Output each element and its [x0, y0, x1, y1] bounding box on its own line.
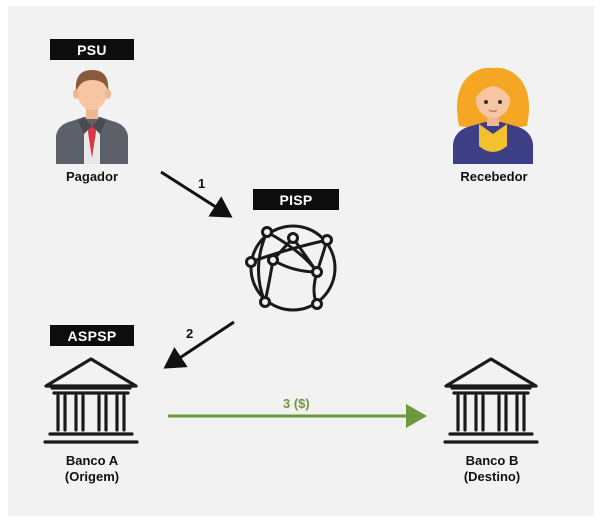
- psu-tag: PSU: [50, 39, 134, 60]
- bank-building-icon: [43, 357, 139, 444]
- recebedor-label: Recebedor: [460, 169, 528, 184]
- arrow-step-2: [163, 320, 235, 369]
- step-1-label: 1: [198, 176, 206, 191]
- banco-a-label-line2: (Origem): [64, 469, 120, 484]
- step-3-label: 3 ($): [283, 396, 310, 411]
- woman-avatar-icon: [453, 67, 533, 164]
- banco-b-label-line1: Banco B: [465, 453, 519, 468]
- man-avatar-icon: [56, 70, 128, 164]
- pisp-tag: PISP: [253, 189, 339, 210]
- banco-a-label-line1: Banco A: [65, 453, 119, 468]
- pagador-label: Pagador: [65, 169, 118, 184]
- step-2-label: 2: [186, 326, 194, 341]
- aspsp-tag: ASPSP: [50, 325, 134, 346]
- network-globe-icon: [245, 224, 337, 312]
- banco-b-label-line2: (Destino): [463, 469, 521, 484]
- arrow-step-1: [160, 170, 233, 218]
- bank-building-icon: [443, 357, 539, 444]
